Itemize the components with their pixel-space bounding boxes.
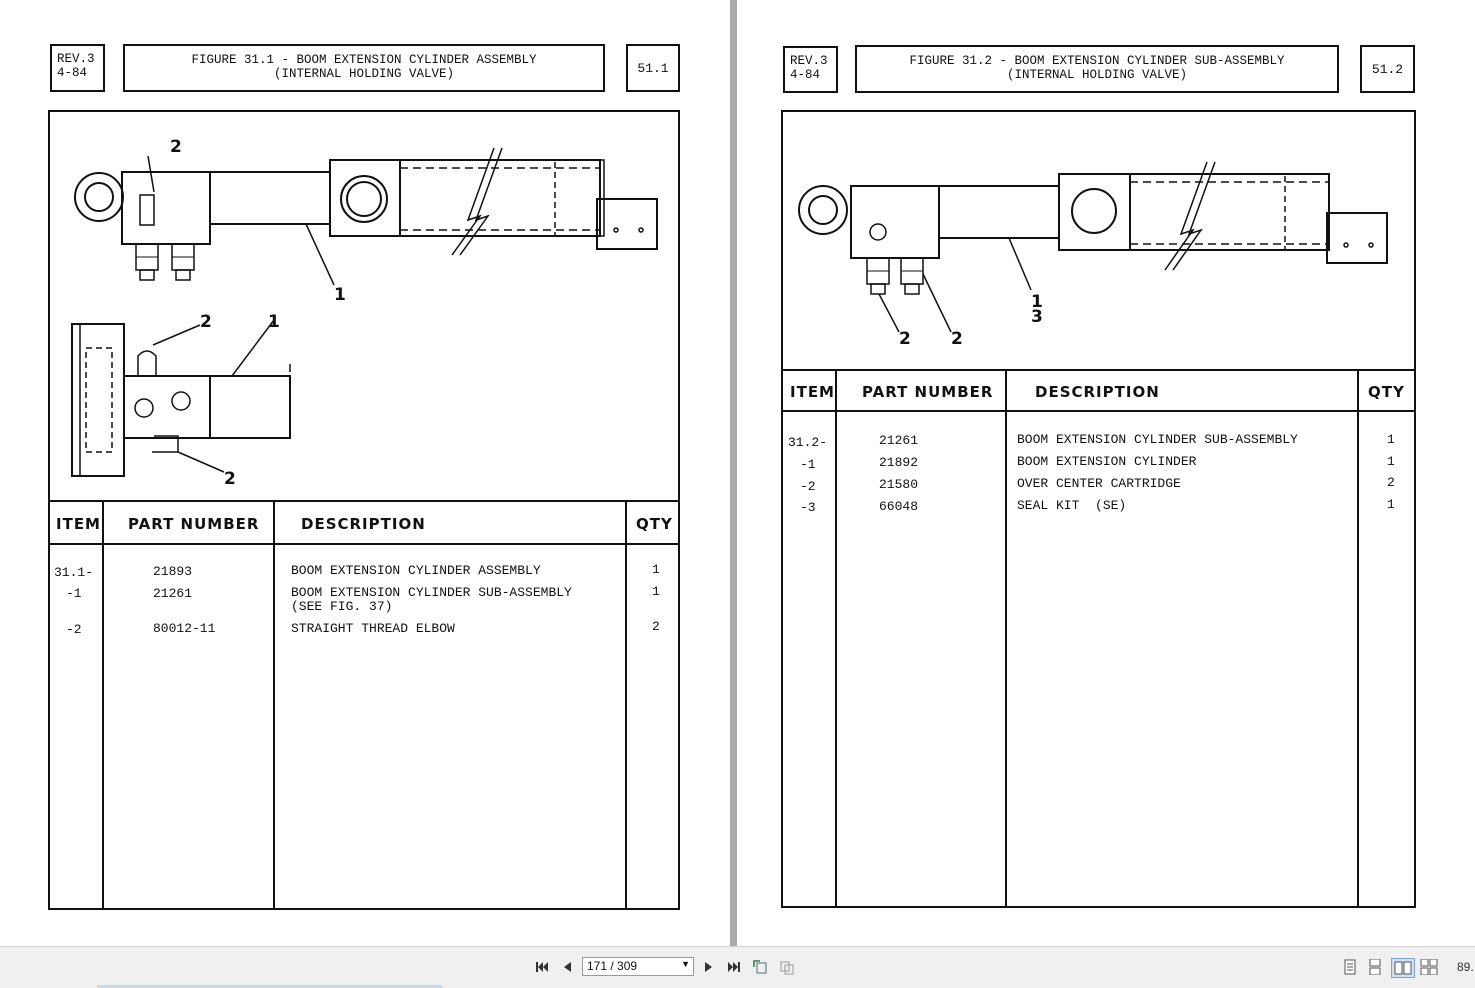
header-qty: QTY [636,515,673,533]
cell-part: 21580 [879,477,919,492]
figure-title: FIGURE 31.1 - BOOM EXTENSION CYLINDER AS… [191,53,537,67]
callout-label: 2 [899,329,911,349]
continuous-facing-icon[interactable] [1420,958,1438,976]
header-part-number: PART NUMBER [128,515,260,533]
table-top-rule [48,500,680,502]
facing-icon[interactable] [1391,958,1415,978]
single-page-icon[interactable] [1341,958,1359,976]
column-divider [102,500,104,910]
callout-label: 2 [200,312,212,332]
cell-description: BOOM EXTENSION CYLINDER SUB-ASSEMBLY [1017,432,1298,447]
figure-subtitle: (INTERNAL HOLDING VALVE) [273,67,455,81]
last-page-icon[interactable] [725,958,743,976]
revision-date: 4-84 [790,68,821,82]
callout-label: 3 [1031,307,1043,327]
cell-description: OVER CENTER CARTRIDGE [1017,476,1181,491]
table-header-rule [781,410,1416,412]
cell-item: -3 [800,500,816,515]
callout-label: 2 [170,137,182,157]
header-description: DESCRIPTION [301,515,426,533]
cell-description: SEAL KIT (SE) [1017,498,1127,513]
cell-part: 80012-11 [153,621,216,636]
header-description: DESCRIPTION [1035,383,1160,401]
cell-qty: 1 [1387,497,1395,512]
cell-item: -2 [66,622,82,637]
cell-part: 21261 [153,586,193,601]
cell-part: 21892 [879,455,919,470]
header-qty: QTY [1368,383,1405,401]
callout-label: 1 [334,285,346,305]
page-number: 51.1 [637,61,669,76]
next-page-icon[interactable] [700,958,718,976]
cell-item: -2 [800,479,816,494]
cell-description: BOOM EXTENSION CYLINDER ASSEMBLY [291,563,541,578]
column-divider [1005,369,1007,908]
page-number-select[interactable]: 171 / 309 ▼ [582,957,694,976]
zoom-level[interactable]: 89. [1457,960,1474,974]
cell-part: 21893 [153,564,193,579]
page-number-box: 51.1 [626,44,680,92]
header-item: ITEM [790,383,835,401]
cell-part: 66048 [879,499,919,514]
callout-label: 1 [268,312,280,332]
page-indicator: 171 / 309 [587,959,638,973]
cylinder-drawing: 2 1 2 1 2 [71,137,658,489]
header-item: ITEM [56,515,101,533]
column-divider [625,500,627,910]
figure-title-box: FIGURE 31.1 - BOOM EXTENSION CYLINDER AS… [123,44,605,92]
cell-part: 21261 [879,433,919,448]
column-divider [273,500,275,910]
cell-qty: 1 [652,562,660,577]
cell-item: 31.2- [788,435,828,450]
callout-label: 2 [951,329,963,349]
figure-title: FIGURE 31.2 - BOOM EXTENSION CYLINDER SU… [909,54,1285,68]
cell-description: STRAIGHT THREAD ELBOW [291,621,455,636]
column-divider [835,369,837,908]
fit-icon[interactable] [778,958,796,976]
cell-qty: 1 [1387,432,1395,447]
previous-page-icon[interactable] [558,958,576,976]
cell-item: 31.1- [54,565,94,580]
revision-label: REV.3 [57,52,95,66]
revision-label: REV.3 [790,54,828,68]
revision-box: REV.3 4-84 [783,46,838,93]
figure-title-box: FIGURE 31.2 - BOOM EXTENSION CYLINDER SU… [855,45,1339,93]
chevron-down-icon: ▼ [681,959,690,969]
cell-qty: 2 [1387,475,1395,490]
cell-description: BOOM EXTENSION CYLINDER SUB-ASSEMBLY (SE… [291,585,572,614]
cell-qty: 1 [1387,454,1395,469]
rotate-icon[interactable] [751,958,769,976]
revision-box: REV.3 4-84 [50,44,105,92]
cell-item: -1 [800,457,816,472]
cylinder-drawing: 1 3 2 2 [798,161,1388,349]
cell-qty: 2 [652,619,660,634]
page-number-box: 51.2 [1360,45,1415,93]
cell-item: -1 [66,586,82,601]
viewer-toolbar: 171 / 309 ▼ 89. [0,946,1475,988]
left-page: REV.3 4-84 FIGURE 31.1 - BOOM EXTENSION … [0,0,730,946]
revision-date: 4-84 [57,66,88,80]
first-page-icon[interactable] [533,958,551,976]
callout-label: 2 [224,469,236,489]
figure-frame [48,110,680,910]
table-top-rule [781,369,1416,371]
cell-description: BOOM EXTENSION CYLINDER [1017,454,1197,469]
callout-label: 1 [1031,292,1043,312]
right-page: REV.3 4-84 FIGURE 31.2 - BOOM EXTENSION … [737,0,1475,946]
header-part-number: PART NUMBER [862,383,994,401]
column-divider [1357,369,1359,908]
table-header-rule [48,543,680,545]
continuous-icon[interactable] [1366,958,1384,976]
figure-subtitle: (INTERNAL HOLDING VALVE) [1006,68,1188,82]
figure-frame [781,110,1416,908]
page-number: 51.2 [1371,62,1404,77]
cell-qty: 1 [652,584,660,599]
